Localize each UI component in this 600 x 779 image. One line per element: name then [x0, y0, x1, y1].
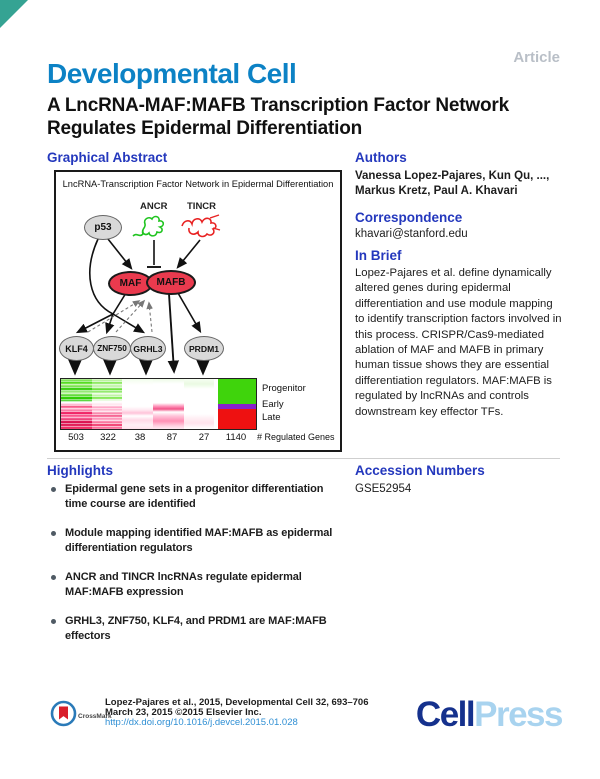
figure-title: LncRNA-Transcription Factor Network in E… [62, 179, 334, 189]
heatmap-column-1 [61, 379, 92, 429]
graphical-abstract-heading: Graphical Abstract [47, 150, 168, 165]
article-type-label: Article [513, 49, 560, 66]
heatmap-legend-column [218, 379, 256, 429]
gene-count-4: 87 [166, 432, 178, 443]
highlight-text: GRHL3, ZNF750, KLF4, and PRDM1 are MAF:M… [65, 615, 327, 642]
graphical-abstract-figure: LncRNA-Transcription Factor Network in E… [54, 170, 342, 452]
heatmap [60, 378, 257, 430]
highlights-heading: Highlights [47, 463, 113, 478]
node-maf: MAF [108, 271, 153, 296]
bullet-icon [51, 575, 56, 580]
bullet-icon [51, 619, 56, 624]
cellpress-logo: CellPress [415, 695, 564, 735]
accession-heading: Accession Numbers [355, 463, 485, 478]
citation-line-1: Lopez-Pajares et al., 2015, Developmenta… [105, 697, 369, 708]
bullet-icon [51, 531, 56, 536]
in-brief-text: Lopez-Pajares et al. define dynamically … [355, 267, 562, 418]
cellpress-logo-press: Press [474, 695, 563, 734]
gene-count-1: 503 [68, 432, 84, 443]
legend-late: Late [262, 412, 281, 423]
highlights-list: Epidermal gene sets in a progenitor diff… [47, 482, 347, 658]
heatmap-column-5 [183, 379, 215, 429]
accession-value: GSE52954 [355, 483, 412, 495]
bullet-icon [51, 487, 56, 492]
label-tincr: TINCR [187, 201, 217, 212]
in-brief-heading: In Brief [355, 248, 402, 263]
highlight-item: Module mapping identified MAF:MAFB as ep… [47, 526, 347, 556]
node-prdm1: PRDM1 [184, 336, 224, 361]
section-divider [47, 458, 560, 459]
highlight-item: ANCR and TINCR lncRNAs regulate epiderma… [47, 570, 347, 600]
authors-line-2: Markus Kretz, Paul A. Khavari [355, 185, 518, 197]
heatmap-column-2 [91, 379, 123, 429]
gene-count-2: 322 [100, 432, 116, 443]
highlight-item: Epidermal gene sets in a progenitor diff… [47, 482, 347, 512]
node-mafb: MAFB [146, 270, 196, 295]
article-title: A LncRNA-MAF:MAFB Transcription Factor N… [47, 95, 509, 139]
correspondence-heading: Correspondence [355, 210, 463, 225]
doi-link[interactable]: http://dx.doi.org/10.1016/j.devcel.2015.… [105, 717, 298, 729]
highlight-item: GRHL3, ZNF750, KLF4, and PRDM1 are MAF:M… [47, 614, 347, 644]
ancr-rna-icon [132, 215, 165, 237]
node-znf750: ZNF750 [93, 336, 131, 361]
highlight-text: Module mapping identified MAF:MAFB as ep… [65, 527, 333, 554]
legend-progenitor: Progenitor [262, 383, 306, 394]
node-klf4: KLF4 [59, 336, 94, 361]
crossmark-label: CrossMark [78, 713, 112, 720]
corner-triangle-decoration [0, 0, 28, 28]
node-grhl3: GRHL3 [130, 336, 166, 361]
correspondence-email[interactable]: khavari@stanford.edu [355, 228, 468, 240]
tincr-rna-icon [181, 214, 221, 238]
cellpress-logo-cell: Cell [415, 695, 476, 734]
gene-count-3: 38 [134, 432, 146, 443]
label-ancr: ANCR [140, 201, 168, 212]
citation-block: Lopez-Pajares et al., 2015, Developmenta… [105, 697, 369, 729]
heatmap-column-3 [122, 379, 154, 429]
network-arrows [67, 238, 211, 376]
crossmark-icon[interactable] [50, 700, 77, 727]
heatmap-column-4 [153, 379, 184, 429]
highlight-text: Epidermal gene sets in a progenitor diff… [65, 483, 324, 510]
authors-line-1: Vanessa Lopez-Pajares, Kun Qu, ..., [355, 170, 550, 182]
citation-line-2: March 23, 2015 ©2015 Elsevier Inc. [105, 707, 262, 719]
gene-counts-label: # Regulated Genes [257, 432, 335, 442]
authors-heading: Authors [355, 150, 407, 165]
highlight-text: ANCR and TINCR lncRNAs regulate epiderma… [65, 571, 302, 598]
gene-count-total: 1140 [225, 432, 247, 443]
journal-title: Developmental Cell [47, 58, 297, 89]
legend-early: Early [262, 399, 284, 410]
gene-count-5: 27 [198, 432, 210, 443]
node-p53: p53 [84, 215, 122, 240]
